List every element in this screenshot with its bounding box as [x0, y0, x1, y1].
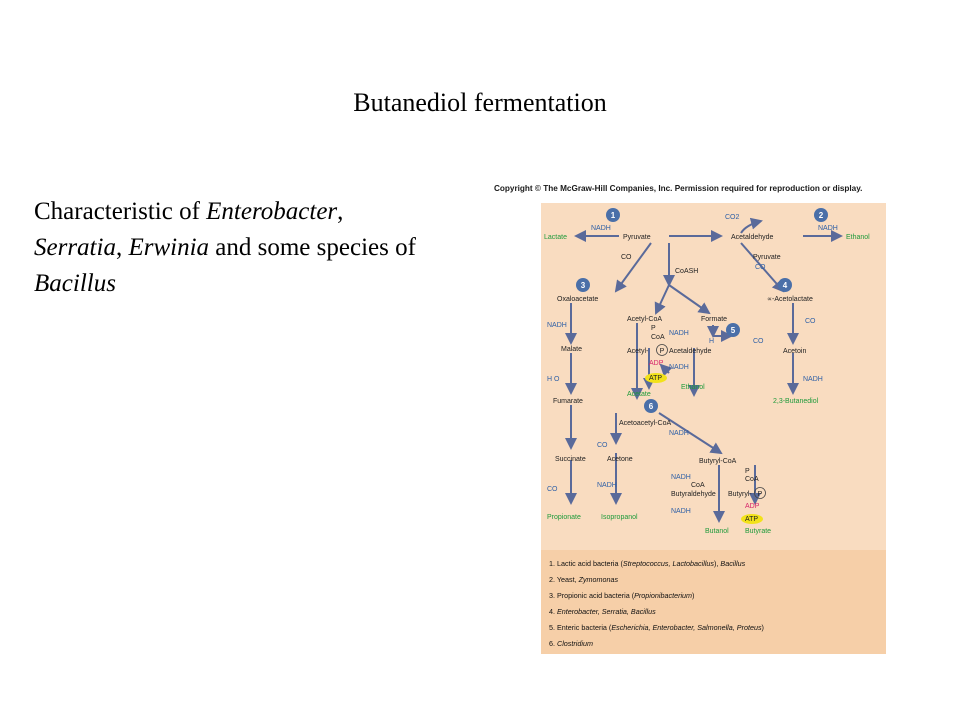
step-4-marker: 4 — [783, 281, 788, 290]
cofactor-co2: CO — [547, 486, 558, 493]
node-acetate: Acetate — [627, 391, 651, 398]
legend-item: 5. Enteric bacteria (Escherichia, Entero… — [549, 623, 764, 632]
node-propionate: Propionate — [547, 514, 581, 521]
node-acetolactate: ∝-Acetolactate — [767, 296, 813, 303]
organism-legend: 1. Lactic acid bacteria (Streptococcus, … — [541, 550, 886, 654]
node-butyrate: Butyrate — [745, 528, 771, 535]
node-butyraldehyde: Butyraldehyde — [671, 491, 716, 498]
cofactor-nadh: NADH — [669, 364, 689, 371]
cofactor-nadh: NADH — [818, 225, 838, 232]
node-acetaldehyde: Acetaldehyde — [731, 234, 774, 241]
node-ethanol-top: Ethanol — [846, 234, 870, 241]
copyright-notice: Copyright © The McGraw-Hill Companies, I… — [494, 184, 863, 193]
cofactor-nadh: NADH — [803, 376, 823, 383]
cofactor-pi: P — [651, 325, 656, 332]
cofactor-co2: CO — [805, 318, 816, 325]
legend-item: 4. Enterobacter, Serratia, Bacillus — [549, 607, 656, 616]
node-fumarate: Fumarate — [553, 398, 583, 405]
cofactor-co2: CO — [597, 442, 608, 449]
node-isopropanol: Isopropanol — [601, 514, 638, 521]
cofactor-nadh: NADH — [669, 330, 689, 337]
legend-item: 1. Lactic acid bacteria (Streptococcus, … — [549, 559, 746, 568]
step-3-marker: 3 — [581, 281, 586, 290]
node-acetyl-coa: Acetyl-CoA — [627, 316, 662, 323]
cofactor-nadh: NADH — [591, 225, 611, 232]
step-5-marker: 5 — [731, 326, 736, 335]
separator: , — [337, 198, 344, 225]
separator: , — [115, 234, 129, 261]
energy-labels: ADP ATP ADP ATP — [645, 360, 763, 524]
phosphate-icon: P — [660, 348, 665, 355]
cofactor-nadh: NADH — [671, 508, 691, 515]
node-acetyl-phosphate: Acetyl- — [627, 348, 649, 355]
phosphate-circles: P P — [656, 344, 766, 499]
node-acetone: Acetone — [607, 456, 633, 463]
node-pyruvate-2: Pyruvate — [753, 254, 781, 261]
legend-item: 6. Clostridium — [549, 639, 593, 648]
cofactor-atp: ATP — [745, 516, 758, 523]
node-pyruvate: Pyruvate — [623, 234, 651, 241]
node-butyryl-coa: Butyryl-CoA — [699, 458, 737, 465]
phosphate-icon: P — [758, 491, 763, 498]
genus-serratia: Serratia — [34, 234, 116, 261]
slide-title: Butanediol fermentation — [353, 88, 607, 117]
cofactor-coa: CoA — [691, 482, 705, 489]
cofactor-co2: CO — [621, 254, 632, 261]
reaction-arrows — [565, 217, 843, 523]
genus-bacillus: Bacillus — [34, 270, 116, 297]
cofactor-co2: CO — [753, 338, 764, 345]
node-oxaloacetate: Oxaloacetate — [557, 296, 598, 303]
node-butanol: Butanol — [705, 528, 729, 535]
step-markers: 1 2 3 4 5 6 — [576, 208, 828, 413]
cofactor-labels: NADH NADH CO2 CO CO NADH P CoA NADH H CO… — [547, 214, 838, 515]
genus-enterobacter: Enterobacter — [206, 198, 338, 225]
cofactor-nadh: NADH — [547, 322, 567, 329]
genus-erwinia: Erwinia — [128, 234, 210, 261]
cofactor-nadh: NADH — [671, 474, 691, 481]
cofactor-adp: ADP — [649, 360, 664, 367]
node-malate: Malate — [561, 346, 582, 353]
legend-item: 2. Yeast, Zymomonas — [549, 575, 619, 584]
cofactor-nadh: NADH — [669, 430, 689, 437]
pathway-diagram: 1 2 3 4 5 6 Pyruvate Lactate Acetaldehyd… — [544, 208, 870, 535]
step-1-marker: 1 — [611, 211, 616, 220]
cofactor-atp: ATP — [649, 375, 662, 382]
node-formate: Formate — [701, 316, 727, 323]
legend-item: 3. Propionic acid bacteria (Propionibact… — [549, 591, 695, 600]
cofactor-co2: CO2 — [725, 214, 740, 221]
node-acetoacetyl-coa: Acetoacetyl-CoA — [619, 420, 671, 427]
step-6-marker: 6 — [649, 402, 654, 411]
node-acetaldehyde-2: Acetaldehyde — [669, 348, 712, 355]
node-lactate: Lactate — [544, 234, 567, 241]
cofactor-h2o: H O — [547, 376, 560, 383]
cofactor-co2: CO — [755, 264, 766, 271]
cofactor-nadh: NADH — [597, 482, 617, 489]
metabolite-labels: Pyruvate Lactate Acetaldehyde Ethanol Py… — [544, 234, 870, 535]
cofactor-coa: CoA — [651, 334, 665, 341]
node-ethanol-mid: Ethanol — [681, 384, 705, 391]
node-butanediol: 2,3-Butanediol — [773, 398, 819, 405]
fermentation-pathways-figure: Copyright © The McGraw-Hill Companies, I… — [490, 182, 950, 660]
node-coash: CoASH — [675, 268, 698, 275]
node-butyryl-phosphate: Butyryl- — [728, 491, 752, 498]
body-prefix: Characteristic of — [34, 198, 207, 225]
cofactor-pi: P — [745, 468, 750, 475]
cofactor-h2: H — [709, 338, 714, 345]
node-acetoin: Acetoin — [783, 348, 806, 355]
cofactor-adp: ADP — [745, 503, 760, 510]
step-2-marker: 2 — [819, 211, 824, 220]
body-mid: and some species of — [209, 234, 416, 261]
cofactor-coa: CoA — [745, 476, 759, 483]
node-succinate: Succinate — [555, 456, 586, 463]
slide-body-text: Characteristic of Enterobacter,Serratia,… — [34, 194, 464, 302]
